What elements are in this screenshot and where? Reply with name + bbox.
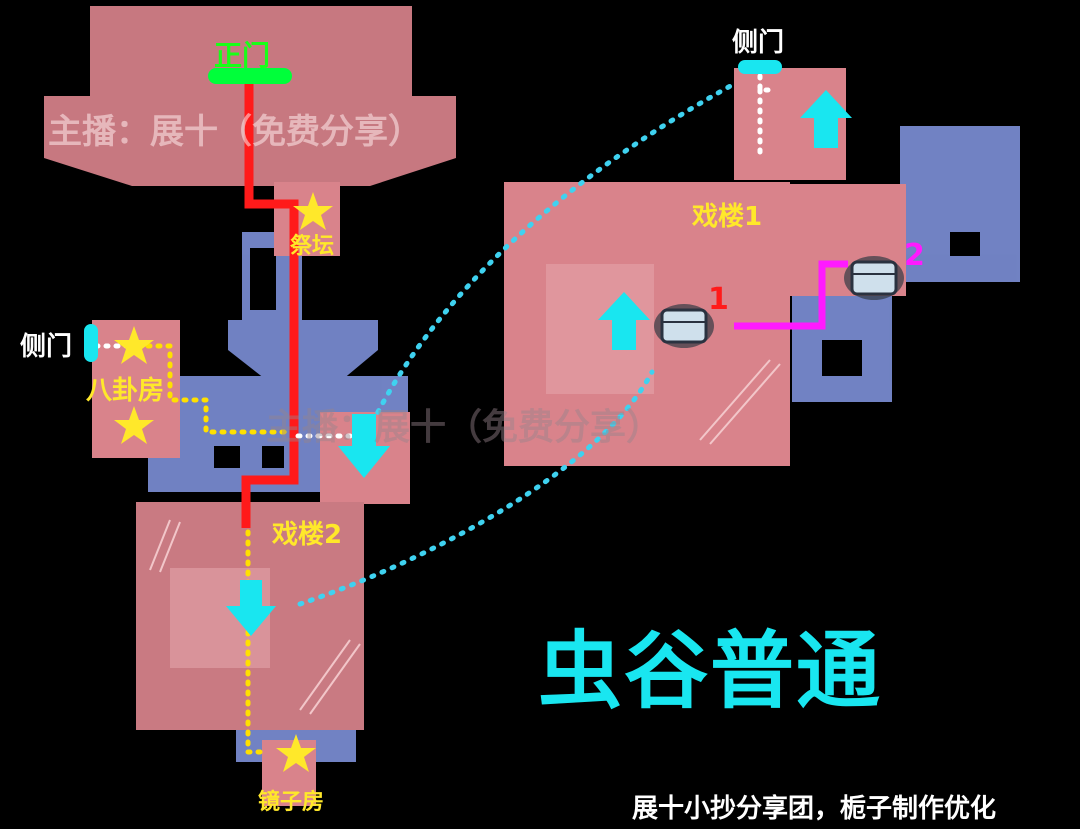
route-cyan [297,81,737,607]
corridor-holes [214,232,980,468]
right-building [149,68,906,715]
up-arrow-icon [800,90,852,148]
chest-icon [654,304,714,348]
route-magenta [734,260,848,330]
marker-1-label: 1 [708,282,729,317]
theater-1-label: 戏楼1 [692,202,763,232]
star-icon [293,192,333,230]
marker-2-label: 2 [904,238,925,273]
theater-2-label: 戏楼2 [272,520,343,550]
side-gate-left-marker-icon [84,324,98,362]
stairs [149,359,781,715]
streamer-watermark: 主播：展十（免费分享） [48,112,422,152]
side-gate-right-label: 侧门 [732,28,785,58]
center-watermark: 主播：展十（免费分享） [266,407,663,448]
down-arrow-icon [338,414,390,478]
star-icon [114,406,154,444]
up-arrow-icon [598,292,650,350]
arrows [226,90,852,636]
map-title: 虫谷普通 [538,622,883,720]
route-red [241,72,299,528]
main-gate-label: 正门 [214,39,271,72]
side-gate-right-marker-icon [738,60,782,74]
star-icon [276,734,316,772]
side-gate-left-label: 侧门 [20,332,73,362]
main-gate-marker-icon [208,68,292,84]
altar-label: 祭坛 [290,234,335,259]
star-markers [114,192,333,772]
mirror-room-label: 镜子房 [258,790,325,815]
chest-icon [844,256,904,300]
bagua-room-label: 八卦房 [86,376,165,406]
credit-text: 展十小抄分享团，栀子制作优化 [632,794,997,824]
star-icon [114,326,154,364]
down-arrow-icon [226,580,276,636]
